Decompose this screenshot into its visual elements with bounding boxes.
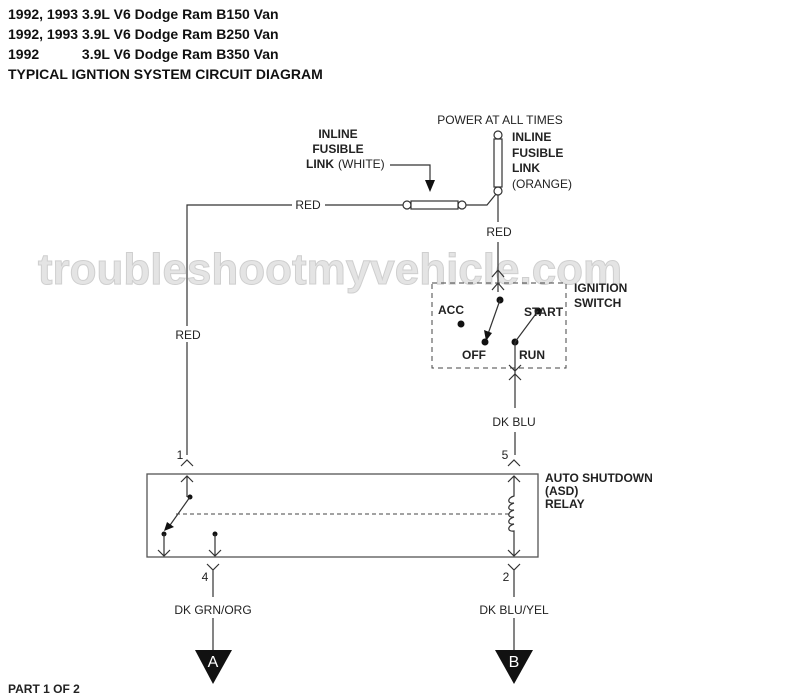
fusible-orange-line2: FUSIBLE <box>512 146 563 160</box>
relay-contact-nc-lead <box>157 534 171 557</box>
power-label: POWER AT ALL TIMES <box>437 113 563 127</box>
switch-arrow-icon <box>484 330 492 341</box>
wire-dk-grn-org-label: DK GRN/ORG <box>174 603 251 617</box>
header-line-3: 1992 3.9L V6 Dodge Ram B350 Van <box>8 46 279 62</box>
fusible-white-line1: INLINE <box>318 127 357 141</box>
relay-coil <box>507 475 521 557</box>
wire-dk-blu-yel <box>507 563 521 650</box>
fusible-link-orange <box>493 130 503 196</box>
wire-dk-grn-org <box>206 563 220 650</box>
pointer-arrow-icon <box>425 180 435 192</box>
fusible-white-line3: LINK(WHITE) <box>306 157 385 171</box>
position-run: RUN <box>519 348 545 362</box>
run-start-link <box>514 310 539 343</box>
diagram-title: TYPICAL IGNTION SYSTEM CIRCUIT DIAGRAM <box>8 66 323 82</box>
relay-label-1: AUTO SHUTDOWN <box>545 471 653 485</box>
header-line-1: 1992, 1993 3.9L V6 Dodge Ram B150 Van <box>8 6 279 22</box>
pin-5: 5 <box>502 448 509 462</box>
fusible-link-white <box>402 200 467 210</box>
relay-contact-no-lead <box>208 534 222 557</box>
contact-off <box>481 338 489 346</box>
wire-red-right-label: RED <box>486 225 512 239</box>
wire-red-top <box>186 204 403 455</box>
relay-label-2: (ASD) <box>545 484 578 498</box>
connector-a-label: A <box>208 654 219 671</box>
pin-2: 2 <box>503 570 510 584</box>
wire-link-junction <box>466 193 497 206</box>
ignition-switch-label-1: IGNITION <box>574 281 627 295</box>
relay-arrow-icon <box>164 522 174 531</box>
connector-b-triangle <box>495 650 533 684</box>
connector-relay-in <box>180 459 521 467</box>
header-line-2: 1992, 1993 3.9L V6 Dodge Ram B250 Van <box>8 26 279 42</box>
pin-1: 1 <box>177 448 184 462</box>
contact-acc <box>457 320 465 328</box>
pin-4: 4 <box>202 570 209 584</box>
asd-relay-box <box>146 473 539 558</box>
wire-red-left-label: RED <box>175 328 201 342</box>
relay-label-3: RELAY <box>545 497 585 511</box>
fusible-orange-line3: LINK <box>512 161 540 175</box>
position-off: OFF <box>462 348 486 362</box>
wire-dk-blu-label: DK BLU <box>492 415 535 429</box>
ignition-switch-label-2: SWITCH <box>574 296 621 310</box>
wire-dk-blu-yel-label: DK BLU/YEL <box>479 603 549 617</box>
pointer-line <box>390 164 431 180</box>
connector-a-triangle <box>195 650 232 684</box>
position-start: START <box>524 305 564 319</box>
ignition-switch-box <box>431 282 567 369</box>
part-label: PART 1 OF 2 <box>8 682 80 696</box>
watermark: troubleshootmyvehicle.com <box>38 245 622 294</box>
switch-arm <box>487 299 501 335</box>
fusible-white-line2: FUSIBLE <box>312 142 363 156</box>
fusible-orange-line1: INLINE <box>512 130 551 144</box>
position-acc: ACC <box>438 303 464 317</box>
relay-arm <box>167 496 191 529</box>
relay-switch-feed <box>180 475 194 497</box>
wire-red-top-label: RED <box>295 198 321 212</box>
connector-b-label: B <box>509 654 520 671</box>
connector-switch-out <box>508 364 522 381</box>
fusible-orange-line4: (ORANGE) <box>512 177 572 191</box>
